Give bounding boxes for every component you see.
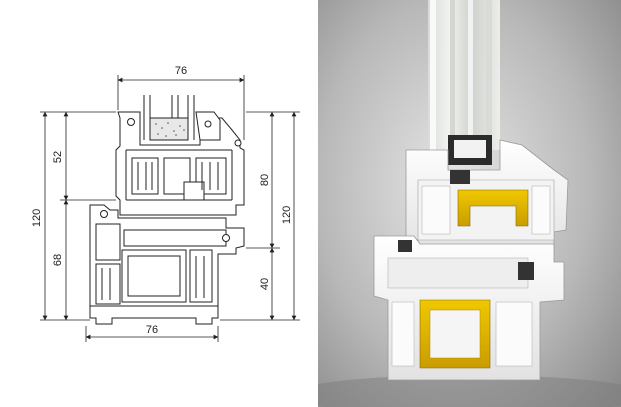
render-frame xyxy=(373,235,565,381)
dimension-right xyxy=(220,111,300,321)
dimension-right-total-label: 120 xyxy=(281,206,293,224)
frame-profile xyxy=(89,204,245,325)
dimension-bottom xyxy=(85,326,219,342)
dimension-bottom-label: 76 xyxy=(146,324,158,336)
dimension-top xyxy=(117,75,245,140)
dimension-right-upper-label: 80 xyxy=(259,174,271,186)
glazing-bead xyxy=(195,111,221,141)
technical-drawing-panel: 76 76 120 52 68 xyxy=(31,65,300,342)
frame-seal xyxy=(100,210,230,242)
profile-section-drawing: 76 76 120 52 68 xyxy=(31,65,300,342)
render-sash xyxy=(405,139,569,253)
dimension-right-lower-label: 40 xyxy=(259,278,271,290)
desiccant-dots xyxy=(155,122,185,137)
dimension-left-upper-label: 52 xyxy=(52,151,64,163)
profile-render-panel xyxy=(318,0,621,407)
dimension-left-lower-label: 68 xyxy=(52,254,64,266)
spacer-bar xyxy=(149,117,189,141)
dimension-left-total-label: 120 xyxy=(31,209,43,227)
dimension-left xyxy=(40,111,116,321)
sash-seal xyxy=(127,118,242,147)
dimension-top-label: 76 xyxy=(175,65,187,77)
render-glass-unit xyxy=(428,0,500,165)
profile-render-image xyxy=(318,0,621,407)
